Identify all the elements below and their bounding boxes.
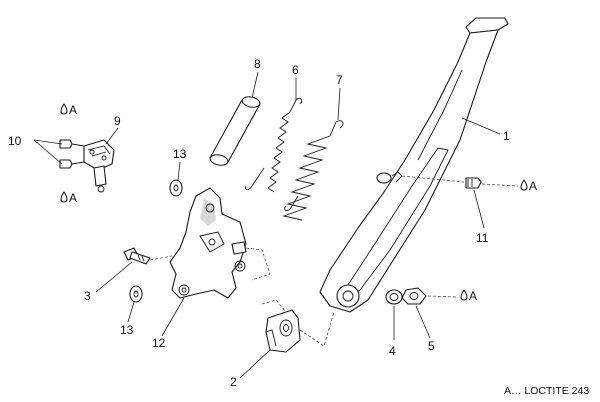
part-2-bushing <box>261 299 335 353</box>
loctite-drop-icon <box>60 103 528 301</box>
callout-11: 11 <box>476 231 489 245</box>
part-1-side-stand <box>319 17 509 313</box>
callout-10: 10 <box>8 134 22 148</box>
callout-4: 4 <box>389 344 396 358</box>
loctite-legend: A… LOCTITE 243 <box>504 385 589 397</box>
part-8-tube <box>209 96 261 166</box>
part-11-pin <box>401 175 519 189</box>
callout-8: 8 <box>254 57 261 71</box>
part-9-sensor <box>83 139 115 193</box>
callout-5: 5 <box>428 339 435 353</box>
callout-1: 1 <box>503 129 510 143</box>
marker-a-bottom: A <box>69 191 77 205</box>
callout-9: 9 <box>114 114 121 128</box>
part-13-washer-upper <box>169 179 183 197</box>
leader-lines <box>33 71 501 379</box>
part-3-bolt <box>123 247 173 265</box>
callout-13-lower: 13 <box>120 323 134 337</box>
marker-a-top: A <box>69 103 77 117</box>
part-10-screws <box>59 139 85 169</box>
callout-12: 12 <box>152 336 166 350</box>
part-4-washer <box>385 289 403 305</box>
part-12-bracket <box>169 187 271 299</box>
marker-a-right: A <box>529 179 537 193</box>
callout-6: 6 <box>292 63 299 77</box>
callout-7: 7 <box>336 73 343 87</box>
callout-13-upper: 13 <box>173 147 187 161</box>
callout-2: 2 <box>230 375 237 389</box>
part-13-washer-lower <box>129 285 143 303</box>
callout-3: 3 <box>84 289 91 303</box>
part-5-nut <box>401 287 457 305</box>
marker-a-nut: A <box>469 289 477 303</box>
part-7-spring-large <box>282 120 344 221</box>
